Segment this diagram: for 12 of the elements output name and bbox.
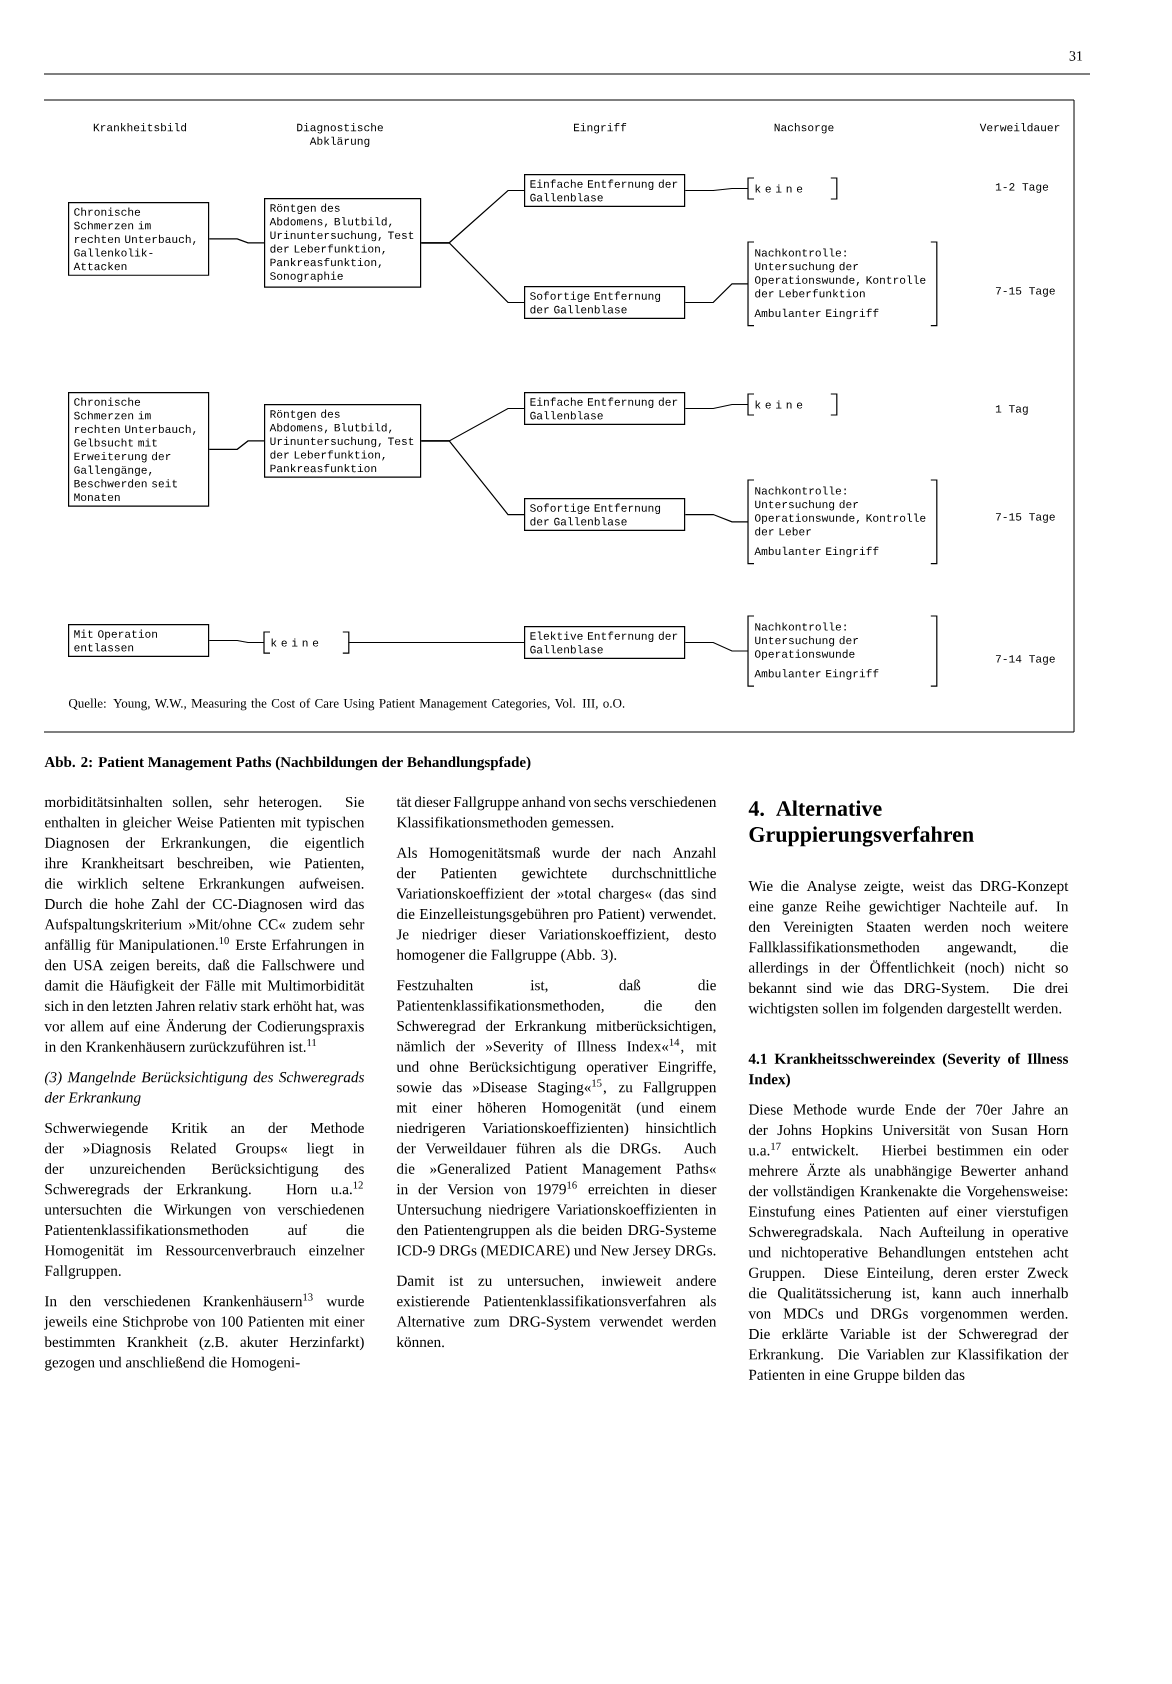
section-heading: 4. Alternative Gruppierungsverfahren — [748, 800, 974, 847]
connector-line — [208, 440, 265, 450]
connector-line — [208, 238, 265, 244]
connector-line — [684, 403, 749, 410]
connector-line — [684, 187, 749, 192]
connector-line — [420, 440, 525, 516]
connector-line — [420, 242, 525, 304]
connector-line — [684, 513, 749, 523]
connector-line — [348, 641, 525, 644]
connector-line — [208, 639, 265, 644]
connector-line — [684, 641, 749, 652]
connector-line — [684, 283, 749, 304]
